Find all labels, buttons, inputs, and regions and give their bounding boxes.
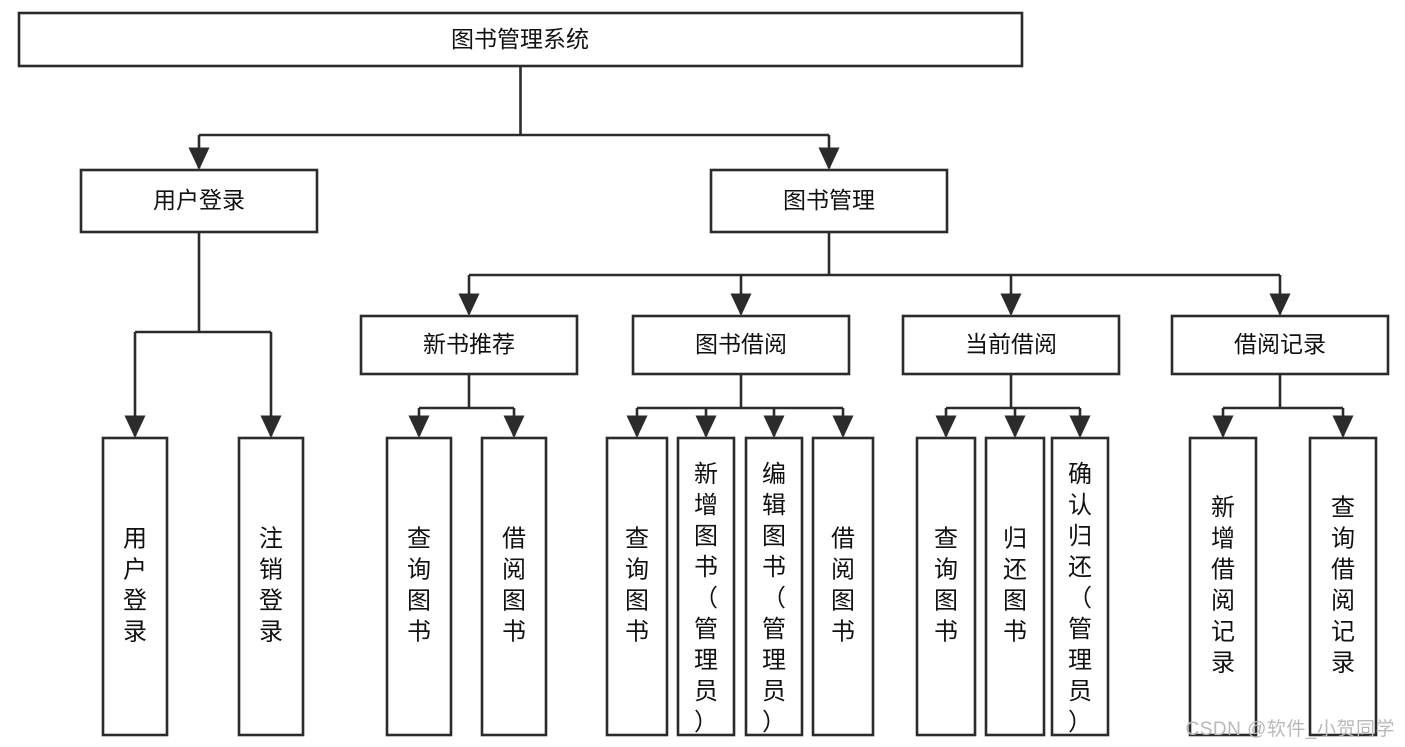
leaf-borrow-book-rec-box[interactable] [480,436,548,737]
node-current-borrow-label: 当前借阅 [965,331,1057,357]
leaf-query-book-rec[interactable]: 查询图书 [385,436,453,737]
watermark-text: CSDN @软件_小贺同学 [1185,719,1395,740]
leaf-query-book-bor-label: 查询图书 [625,525,649,645]
leaf-borrow-book-bor[interactable]: 借阅图书 [811,436,875,737]
leaf-return-book-label: 归还图书 [1003,525,1027,645]
leaf-nodes-layer: 用户登录 注销登录 查询图书 借阅图书 查询图书 新增图书（管理员） 编辑图书（管理员） 借阅… [101,436,1378,737]
leaf-query-book-cur-box[interactable] [915,436,977,737]
leaf-logout-login-box[interactable] [237,436,305,737]
node-book-borrow[interactable]: 图书借阅 [631,314,851,376]
connectors-current-borrow [935,374,1091,438]
leaf-query-record[interactable]: 查询借阅记录 [1308,436,1378,737]
connectors-borrow-record [1212,374,1354,438]
node-root-label: 图书管理系统 [451,26,589,52]
leaf-add-record-box[interactable] [1188,436,1258,737]
node-new-book-rec-box[interactable] [359,314,579,376]
node-new-book-rec[interactable]: 新书推荐 [359,314,579,376]
node-borrow-record-box[interactable] [1170,314,1390,376]
node-user-login-label: 用户登录 [153,187,245,213]
leaf-add-record-label: 新增借阅记录 [1211,494,1235,676]
leaf-confirm-return-label: 确认归还（管理员） [1068,461,1092,736]
node-current-borrow-box[interactable] [901,314,1121,376]
connectors-user-login [124,232,282,438]
leaf-query-book-cur-label: 查询图书 [934,525,958,645]
node-book-borrow-label: 图书借阅 [695,331,787,357]
leaf-edit-book-box[interactable] [744,436,804,737]
node-book-borrow-box[interactable] [631,314,851,376]
leaf-edit-book[interactable]: 编辑图书（管理员） [744,436,804,737]
leaf-edit-book-label: 编辑图书（管理员） [762,461,786,736]
leaf-borrow-book-rec-label: 借阅图书 [502,525,526,645]
node-book-manage[interactable]: 图书管理 [709,168,949,234]
connectors-book-borrow [626,374,854,438]
connectors-new-book-rec [408,374,525,438]
leaf-borrow-book-bor-label: 借阅图书 [831,525,855,645]
leaf-borrow-book-rec[interactable]: 借阅图书 [480,436,548,737]
connectors-level1 [188,66,840,170]
node-borrow-record[interactable]: 借阅记录 [1170,314,1390,376]
leaf-query-record-label: 查询借阅记录 [1331,494,1355,676]
leaf-query-book-rec-label: 查询图书 [407,525,431,645]
leaf-user-login[interactable]: 用户登录 [101,436,169,737]
leaf-confirm-return-box[interactable] [1050,436,1110,737]
node-user-login-box[interactable] [79,168,319,234]
node-user-login[interactable]: 用户登录 [79,168,319,234]
node-book-manage-box[interactable] [709,168,949,234]
leaf-return-book[interactable]: 归还图书 [984,436,1046,737]
leaf-add-book[interactable]: 新增图书（管理员） [676,436,736,737]
node-root[interactable]: 图书管理系统 [17,11,1024,68]
node-new-book-rec-label: 新书推荐 [423,331,515,357]
leaf-add-book-box[interactable] [676,436,736,737]
leaf-query-book-rec-box[interactable] [385,436,453,737]
leaf-query-book-bor[interactable]: 查询图书 [605,436,669,737]
leaf-confirm-return[interactable]: 确认归还（管理员） [1050,436,1110,737]
connectors-book-manage [458,232,1291,316]
leaf-user-login-label: 用户登录 [123,525,147,645]
leaf-add-book-label: 新增图书（管理员） [694,461,718,736]
leaf-query-book-bor-box[interactable] [605,436,669,737]
leaf-query-record-box[interactable] [1308,436,1378,737]
node-root-box[interactable] [17,11,1024,68]
node-borrow-record-label: 借阅记录 [1234,331,1326,357]
leaf-add-record[interactable]: 新增借阅记录 [1188,436,1258,737]
leaf-query-book-cur[interactable]: 查询图书 [915,436,977,737]
leaf-logout-login-label: 注销登录 [259,525,283,645]
leaf-logout-login[interactable]: 注销登录 [237,436,305,737]
leaf-user-login-box[interactable] [101,436,169,737]
node-book-manage-label: 图书管理 [783,187,875,213]
leaf-borrow-book-bor-box[interactable] [811,436,875,737]
leaf-return-book-box[interactable] [984,436,1046,737]
node-current-borrow[interactable]: 当前借阅 [901,314,1121,376]
